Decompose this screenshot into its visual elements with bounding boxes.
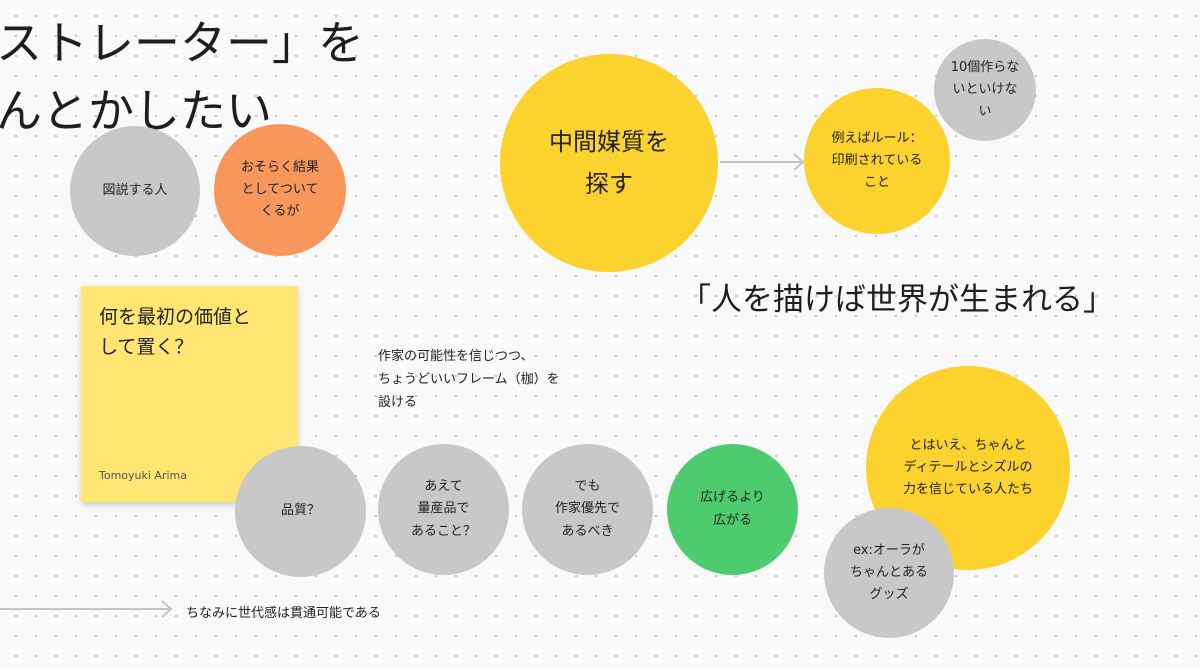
circle-aura-goods[interactable]: ex:オーラが ちゃんとある グッズ — [824, 508, 954, 638]
circle-artist-first-label: でも 作家優先で あるべき — [554, 479, 620, 539]
circle-medium-label: 中間媒質を 探す — [549, 128, 669, 198]
circle-aura-goods-label: ex:オーラが ちゃんとある グッズ — [849, 542, 928, 603]
circle-example-rule[interactable]: 例えばルール： 印刷されている こと — [804, 88, 950, 234]
quote-text: 「人を描けば世界が生まれる」 — [680, 282, 1114, 318]
heading-line-1: ストレーター」を — [0, 16, 364, 70]
circle-illustrator-label: 図説する人 — [102, 182, 168, 198]
circle-medium[interactable]: 中間媒質を 探す — [500, 54, 718, 272]
sticky-note-title: 何を最初の価値と して置く？ — [99, 306, 252, 359]
circle-result[interactable]: おそらく結果 としてついて くるが — [214, 124, 346, 256]
circle-ten-needed[interactable]: 10個作らな いといけな い — [934, 39, 1036, 141]
circle-spread[interactable]: 広げるより 広がる — [667, 444, 798, 575]
arrow-generation — [0, 600, 173, 618]
circle-spread-label: 広げるより 広がる — [700, 490, 765, 528]
circle-result-label: おそらく結果 としてついて くるが — [240, 159, 319, 220]
generation-note: ちなみに世代感は貫通可能である — [186, 606, 381, 621]
circle-quality-label: 品質？ — [280, 503, 320, 519]
sticky-note-author: Tomoyuki Arima — [99, 469, 187, 482]
circle-believers-label: とはいえ、ちゃんと ディテールとシズルの 力を信じている人たち — [902, 437, 1033, 498]
circle-quality[interactable]: 品質？ — [235, 446, 366, 577]
circle-mass-product[interactable]: あえて 量産品で あること？ — [378, 444, 509, 575]
circle-artist-first[interactable]: でも 作家優先で あるべき — [522, 444, 653, 575]
circle-example-rule-label: 例えばルール： 印刷されている こと — [831, 130, 923, 191]
circle-mass-product-label: あえて 量産品で あること？ — [410, 479, 476, 539]
arrow-medium-to-example — [720, 153, 805, 171]
circle-illustrator[interactable]: 図説する人 — [70, 126, 200, 256]
circle-ten-needed-label: 10個作らな いといけな い — [950, 59, 1020, 120]
sticky-note[interactable]: 何を最初の価値と して置く？ Tomoyuki Arima — [81, 286, 298, 502]
framework-note: 作家の可能性を信じつつ、 ちょうどいいフレーム（枷）を 設ける — [378, 349, 560, 410]
